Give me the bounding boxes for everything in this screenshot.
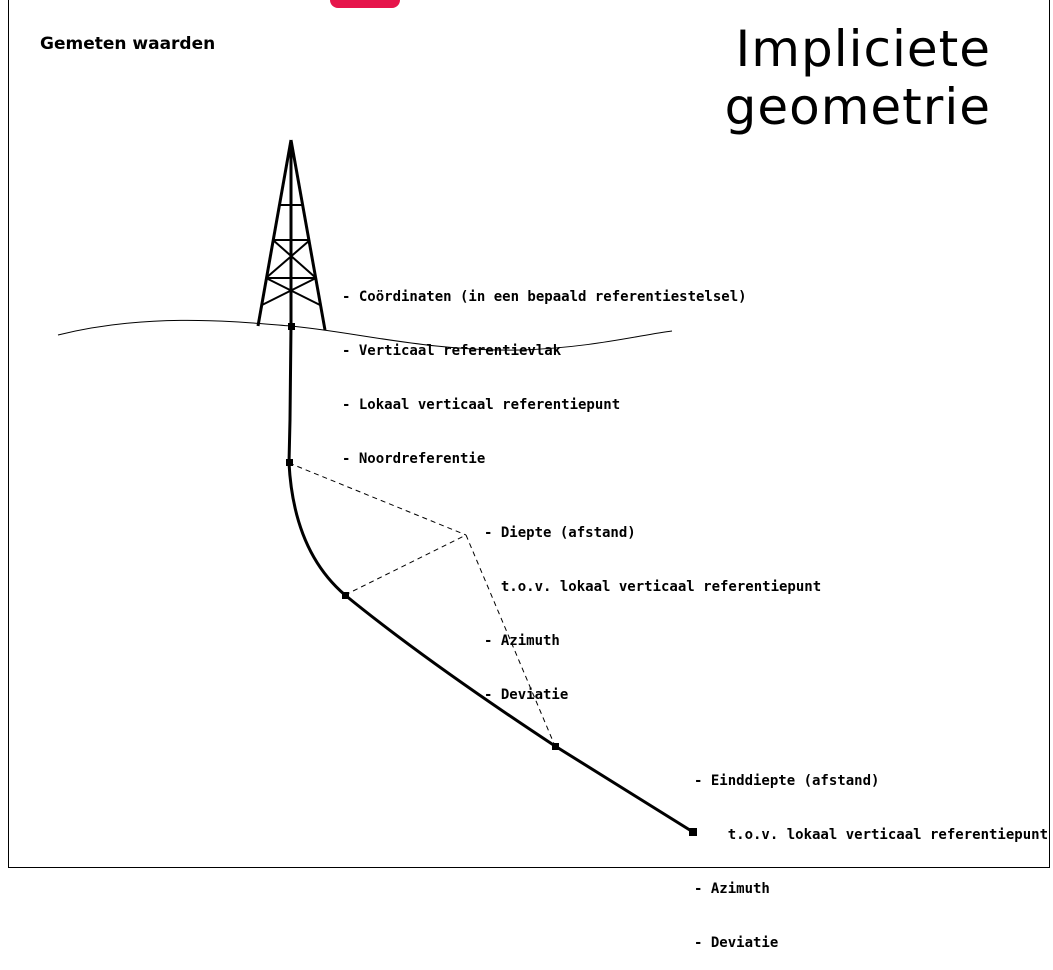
surface-info-item: - Verticaal referentievlak [342,343,562,359]
end-info-item: - Azimuth [694,881,770,897]
ground-surface-line [57,319,673,351]
end-info-item: t.o.v. lokaal verticaal referentiepunt [694,827,1049,843]
survey-info-item: - Diepte (afstand) [484,525,636,541]
station-marker-1 [286,459,293,466]
diagram-frame [8,0,1050,868]
derrick-icon [256,139,327,331]
surface-info-item: - Noordreferentie [342,451,486,467]
station-marker-surface [288,323,295,330]
end-info-item: - Einddiepte (afstand) [694,773,880,789]
well-diagram [57,139,697,836]
construction-line [465,534,556,747]
main-heading-line: geometrie [724,78,991,136]
main-heading: Impliciete geometrie [611,20,991,136]
station-marker-end [689,828,697,836]
survey-info-item: - Deviatie [484,687,569,703]
survey-info-item: - Azimuth [484,633,560,649]
top-accent-bar [330,0,400,8]
section-title: Gemeten waarden [40,34,216,54]
surface-info-list: - Coördinaten (in een bepaald referentie… [342,252,747,486]
surface-info-item: - Coördinaten (in een bepaald referentie… [342,289,747,305]
construction-lines [288,462,556,747]
end-depth-info-list: - Einddiepte (afstand) t.o.v. lokaal ver… [694,736,1048,970]
survey-info-item: t.o.v. lokaal verticaal referentiepunt [484,579,822,595]
end-info-item: - Deviatie [694,935,779,951]
construction-line [288,462,467,536]
station-marker-3 [552,743,559,750]
main-heading-line: Impliciete [735,20,991,78]
construction-line [344,534,467,596]
well-trajectory [287,325,694,834]
survey-point-info-list: - Diepte (afstand) t.o.v. lokaal vertica… [484,488,821,722]
station-marker-2 [342,592,349,599]
surface-info-item: - Lokaal verticaal referentiepunt [342,397,621,413]
